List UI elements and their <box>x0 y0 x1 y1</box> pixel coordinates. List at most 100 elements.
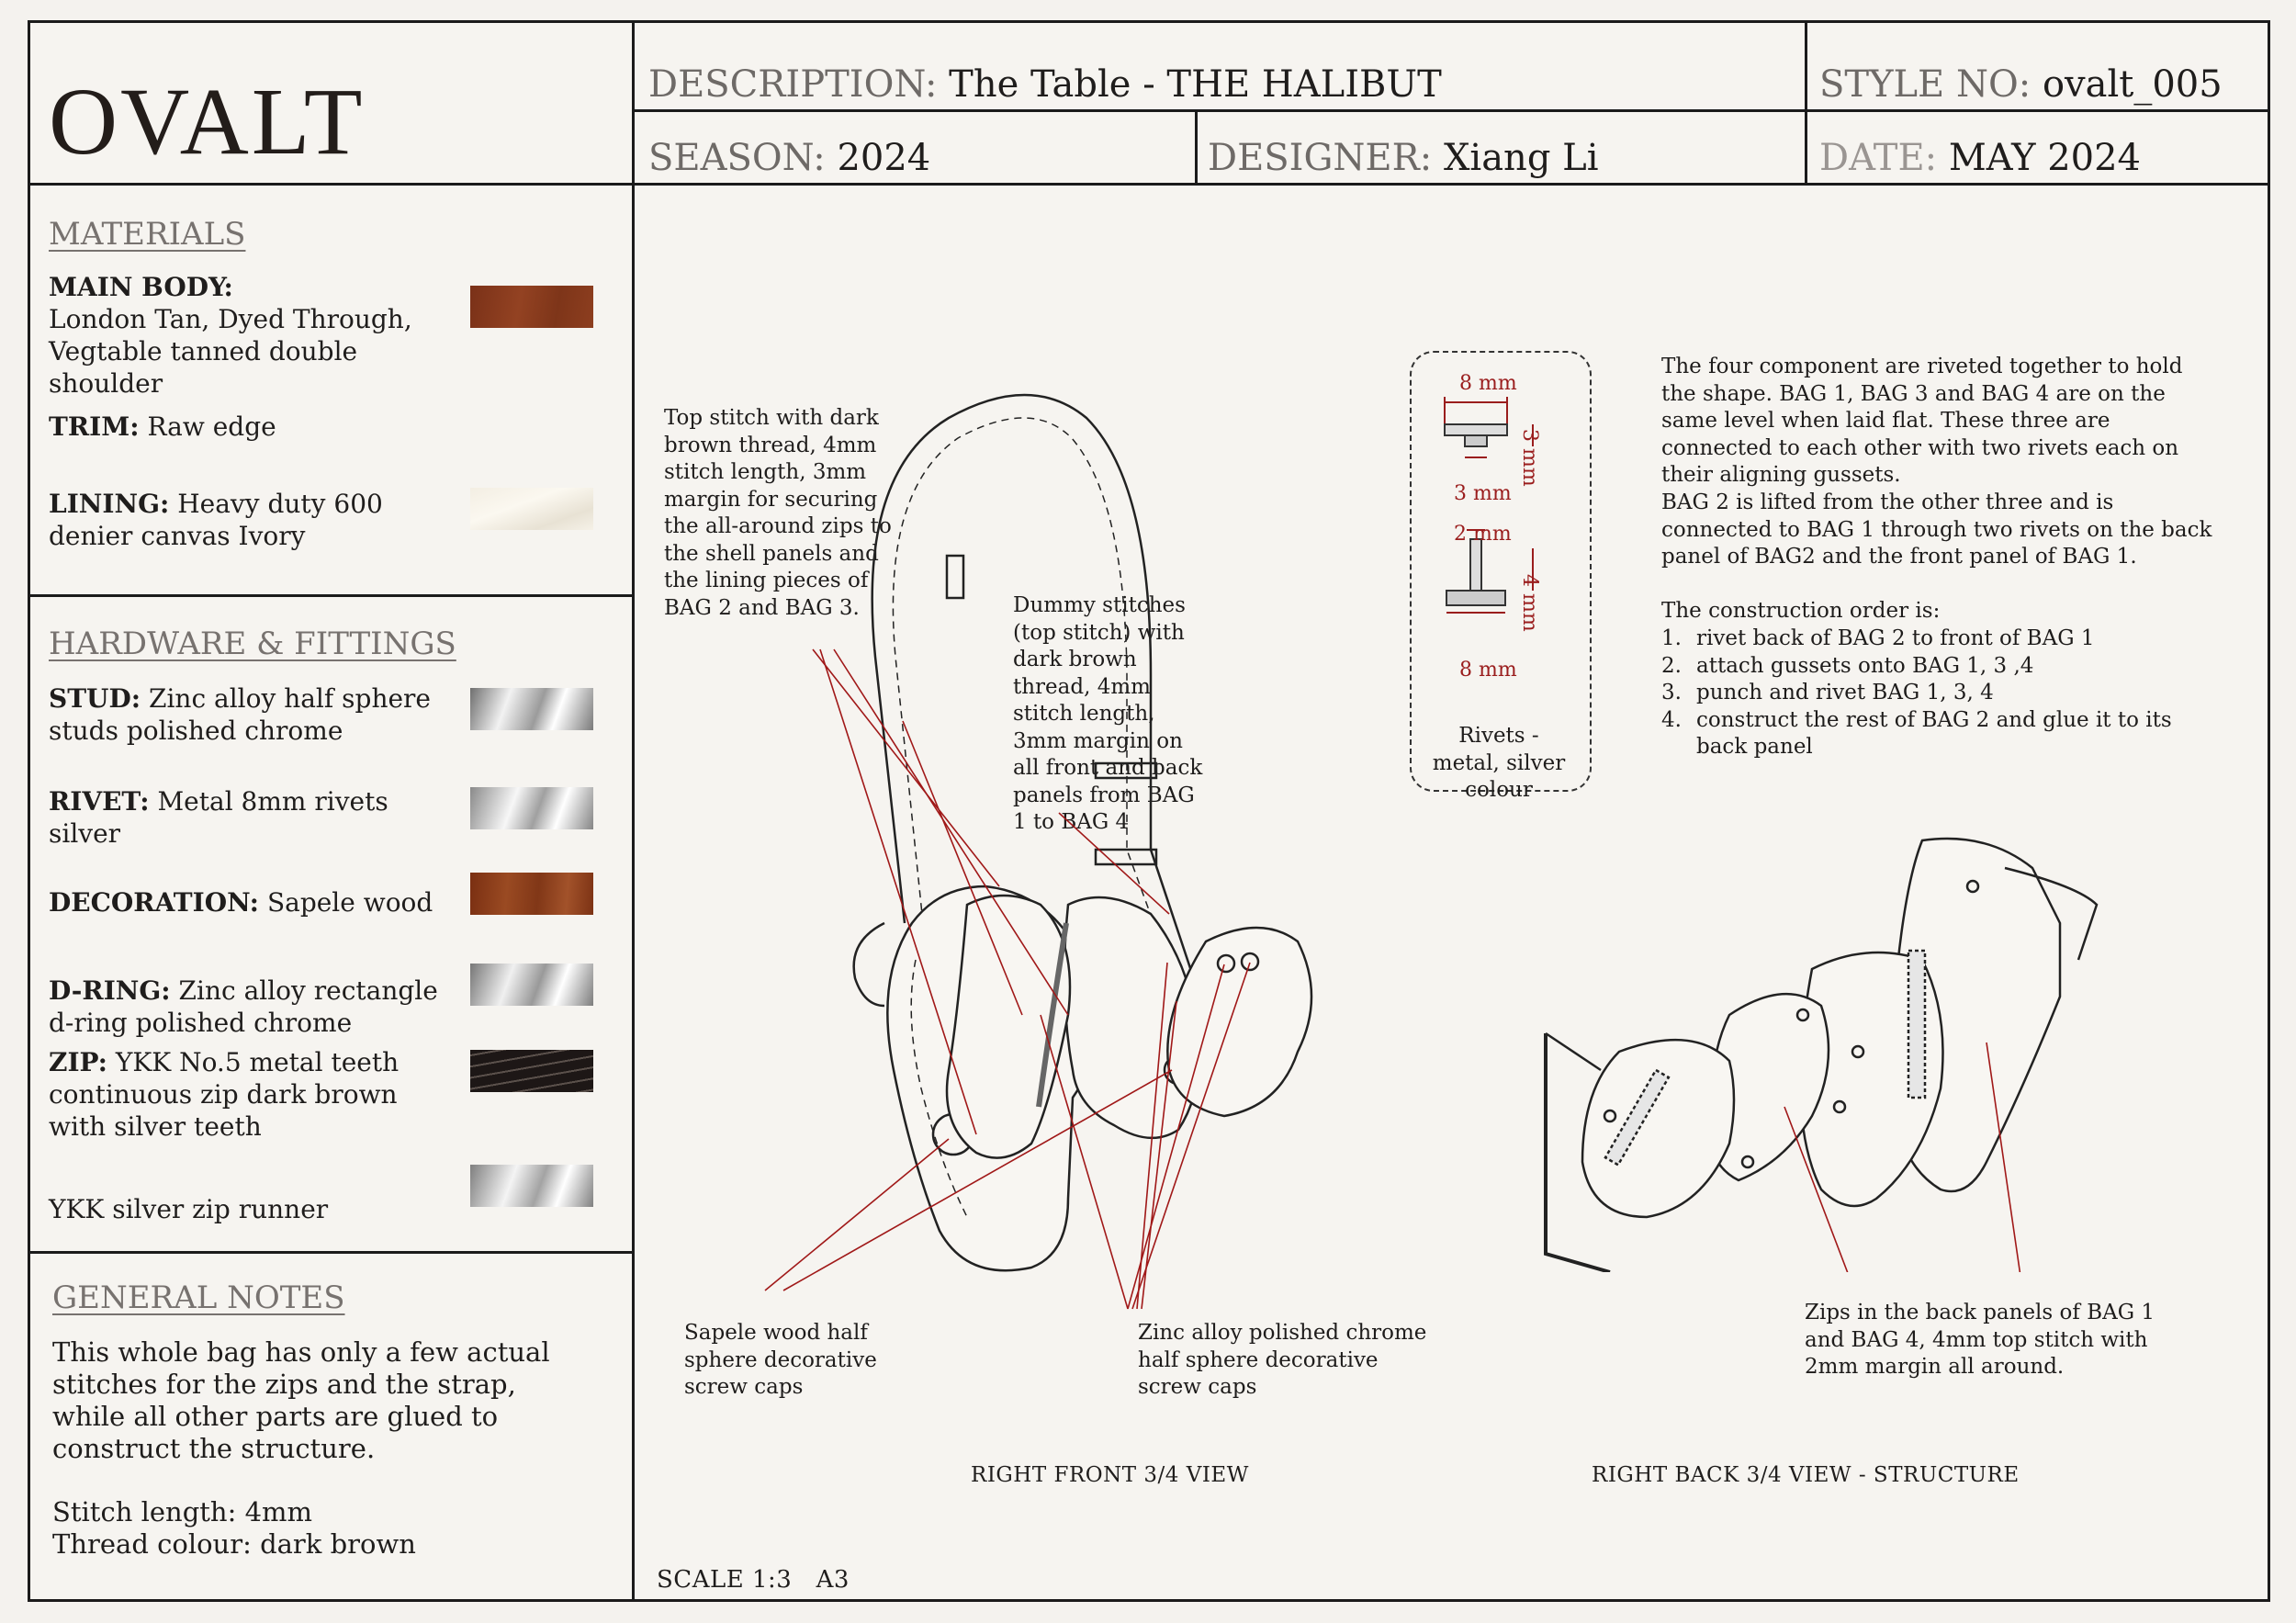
construction-step: 1.rivet back of BAG 2 to front of BAG 1 <box>1661 626 2212 653</box>
sapele-wood-swatch <box>470 873 593 915</box>
annotation-top-stitch: Top stitch with dark brown thread, 4mm s… <box>664 406 892 620</box>
construction-step: 4.construct the rest of BAG 2 and glue i… <box>1661 707 2212 761</box>
annotation-zips-back: Zips in the back panels of BAG 1 and BAG… <box>1805 1301 2155 1379</box>
rivet-caption: Rivets - metal, silver colour <box>1432 724 1566 802</box>
construction-step: 2.attach gussets onto BAG 1, 3 ,4 <box>1661 653 2212 681</box>
material-label: LINING: <box>49 489 170 519</box>
tech-pack-sheet: OVALT DESCRIPTION: The Table - THE HALIB… <box>28 20 2270 1602</box>
general-notes-title: GENERAL NOTES <box>52 1279 345 1316</box>
hardware-text: Metal 8mm rivets silver <box>49 786 388 849</box>
hardware-text: Zinc alloy half sphere studs polished ch… <box>49 683 432 746</box>
hardware-label: DECORATION: <box>49 887 260 918</box>
designer-label: DESIGNER: <box>1208 137 1433 179</box>
hardware-label: STUD: <box>49 683 141 714</box>
brand-logo: OVALT <box>49 69 366 175</box>
season-label: SEASON: <box>648 137 826 179</box>
zip-swatch <box>470 1050 593 1092</box>
front-view-caption: RIGHT FRONT 3/4 VIEW <box>971 1463 1249 1487</box>
chrome-swatch <box>470 787 593 829</box>
rivet-detail-drawing <box>1444 397 1534 614</box>
rivet-dim-top-base: 3 mm <box>1454 482 1512 505</box>
step-text: punch and rivet BAG 1, 3, 4 <box>1696 681 1994 704</box>
material-label: MAIN BODY: <box>49 272 233 302</box>
divider-header-bottom <box>30 183 2270 186</box>
designer-value: Xiang Li <box>1443 137 1599 179</box>
scale-label: SCALE 1:3 A3 <box>657 1566 850 1594</box>
hardware-text: YKK No.5 metal teeth continuous zip dark… <box>49 1047 400 1142</box>
hardware-stud: STUD: Zinc alloy half sphere studs polis… <box>49 682 453 747</box>
description-field: DESCRIPTION: The Table - THE HALIBUT <box>648 63 1442 106</box>
thread-colour-note: Thread colour: dark brown <box>52 1528 416 1560</box>
hardware-label: ZIP: <box>49 1047 107 1077</box>
leader-lines <box>764 648 1251 1310</box>
hardware-zip: ZIP: YKK No.5 metal teeth continuous zip… <box>49 1046 434 1143</box>
hardware-text: Sapele wood <box>266 887 433 918</box>
d-ring <box>945 554 965 600</box>
hardware-title: HARDWARE & FITTINGS <box>49 626 456 662</box>
construction-para-2: BAG 2 is lifted from the other three and… <box>1661 490 2212 569</box>
designer-field: DESIGNER: Xiang Li <box>1208 137 1599 179</box>
annotation-dummy-stitches: Dummy stitches (top stitch) with dark br… <box>1013 593 1203 834</box>
construction-order-title: The construction order is: <box>1661 599 1941 623</box>
materials-title: MATERIALS <box>49 216 246 253</box>
construction-steps: 1.rivet back of BAG 2 to front of BAG 1 … <box>1661 626 2212 761</box>
rivet-dim-bottom-width: 8 mm <box>1459 659 1517 682</box>
style-field: STYLE NO: ovalt_005 <box>1819 63 2223 106</box>
season-value: 2024 <box>837 137 931 179</box>
divider-header-mid <box>632 109 2270 112</box>
annotation-zinc-caps: Zinc alloy polished chrome half sphere d… <box>1138 1321 1427 1399</box>
material-text: Raw edge <box>147 411 276 442</box>
rivet-dim-top-width: 8 mm <box>1459 372 1517 395</box>
hardware-d-ring: D-RING: Zinc alloy rectangle d-ring poli… <box>49 975 453 1039</box>
divider-style-column <box>1805 23 1807 185</box>
hardware-rivet: RIVET: Metal 8mm rivets silver <box>49 785 398 850</box>
material-text: London Tan, Dyed Through, Vegtable tanne… <box>49 304 412 399</box>
date-label: DATE: <box>1819 137 1938 179</box>
divider-hardware-bottom <box>30 1251 635 1254</box>
step-text: rivet back of BAG 2 to front of BAG 1 <box>1696 626 2095 650</box>
general-notes-paragraph: This whole bag has only a few actual sti… <box>52 1336 550 1464</box>
date-field: DATE: MAY 2024 <box>1819 137 2141 179</box>
back-view-drawing <box>1544 837 2099 1272</box>
rivet-dim-bottom-height: 4 mm <box>1518 574 1541 632</box>
hardware-text: Zinc alloy rectangle d-ring polished chr… <box>49 975 438 1038</box>
rivet-dim-bottom-pin: 2 mm <box>1454 523 1512 546</box>
hardware-text: YKK silver zip runner <box>49 1194 329 1224</box>
stitch-length-note: Stitch length: 4mm <box>52 1496 313 1527</box>
front-view-drawing <box>764 393 1313 1310</box>
strap-buckle <box>1094 761 1158 780</box>
back-leader-lines <box>1784 1042 2021 1272</box>
step-text: construct the rest of BAG 2 and glue it … <box>1696 707 2172 760</box>
chrome-swatch <box>470 688 593 730</box>
divider-materials-bottom <box>30 594 635 597</box>
material-trim: TRIM: Raw edge <box>49 411 453 443</box>
annotation-sapele-caps: Sapele wood half sphere decorative screw… <box>684 1321 877 1399</box>
strap-keeper <box>1094 848 1158 866</box>
rivet-bottom <box>1446 529 1534 614</box>
bag-4 <box>1166 926 1313 1118</box>
style-label: STYLE NO: <box>1819 63 2032 106</box>
rivet-dim-top-height: 3 mm <box>1518 429 1541 487</box>
divider-season-designer <box>1195 109 1198 185</box>
strap <box>871 393 1208 1035</box>
hardware-zip-runner: YKK silver zip runner <box>49 1193 434 1225</box>
strap-inner <box>892 417 1185 1007</box>
hardware-label: D-RING: <box>49 975 171 1006</box>
construction-step: 3.punch and rivet BAG 1, 3, 4 <box>1661 680 2212 707</box>
back-view-caption: RIGHT BACK 3/4 VIEW - STRUCTURE <box>1592 1463 2020 1487</box>
rivet-detail-box <box>1410 351 1592 792</box>
material-text: Heavy duty 600 denier canvas Ivory <box>49 489 383 551</box>
hardware-label: RIVET: <box>49 786 150 817</box>
style-value: ovalt_005 <box>2042 63 2223 106</box>
back-bag-1 <box>1581 1038 1736 1219</box>
step-text: attach gussets onto BAG 1, 3 ,4 <box>1696 653 2034 678</box>
material-lining: LINING: Heavy duty 600 denier canvas Ivo… <box>49 488 453 552</box>
rivet-top <box>1444 397 1534 458</box>
chrome-swatch <box>470 964 593 1006</box>
description-value: The Table - THE HALIBUT <box>949 63 1442 106</box>
leather-tan-swatch <box>470 286 593 328</box>
material-main-body: MAIN BODY: London Tan, Dyed Through, Veg… <box>49 271 453 400</box>
description-label: DESCRIPTION: <box>648 63 938 106</box>
hardware-decoration: DECORATION: Sapele wood <box>49 886 453 919</box>
date-value: MAY 2024 <box>1948 137 2141 179</box>
